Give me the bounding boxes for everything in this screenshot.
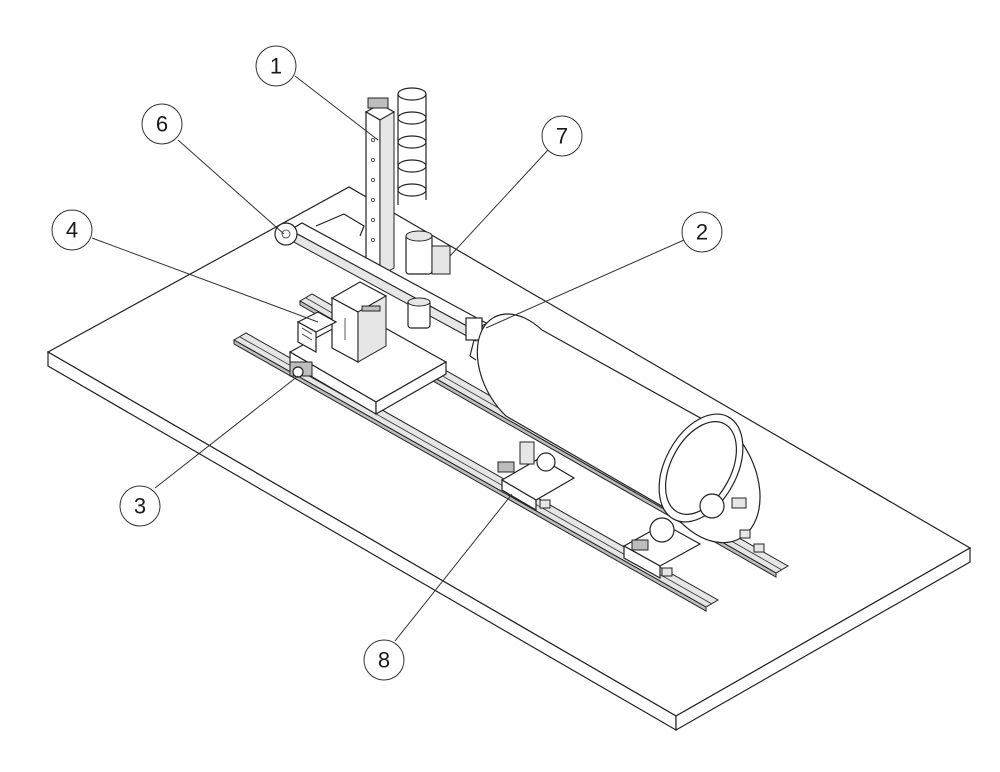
leader-lines [91, 75, 685, 642]
roller-bed-idler [497, 441, 576, 512]
roller-bed-drive [622, 493, 747, 580]
callout-3-label: 3 [134, 494, 146, 519]
callout-4: 4 [51, 209, 93, 251]
callout-1-label: 1 [270, 54, 282, 79]
callout-6-label: 6 [156, 112, 168, 137]
leader-8 [394, 493, 513, 642]
leader-6 [177, 139, 285, 235]
base-plate [46, 186, 972, 732]
leader-1 [294, 75, 379, 141]
leader-2 [485, 239, 685, 329]
callout-2-label: 2 [696, 220, 708, 245]
control-cabinet [330, 281, 388, 364]
carriage [288, 313, 448, 416]
callout-7: 7 [541, 115, 583, 157]
leader-4 [91, 237, 319, 323]
boom-end-flange [274, 222, 298, 246]
callout-6: 6 [141, 103, 183, 145]
callout-8-label: 8 [378, 648, 390, 673]
callout-8: 8 [363, 639, 405, 681]
callout-4-label: 4 [66, 218, 78, 243]
leader-7 [449, 149, 549, 257]
callout-3: 3 [119, 485, 161, 527]
cable-spring-coil [397, 87, 427, 205]
drive-wheel-icon [292, 366, 304, 378]
rail-clamps [539, 499, 765, 577]
column-top-pulley [367, 97, 389, 109]
leader-3 [154, 375, 299, 489]
callout-1: 1 [255, 45, 297, 87]
vertical-column [364, 97, 396, 278]
boom-drive-unit [405, 230, 451, 329]
callout-2: 2 [681, 211, 723, 253]
pipe-workpiece [476, 313, 761, 544]
callout-7-label: 7 [556, 124, 568, 149]
